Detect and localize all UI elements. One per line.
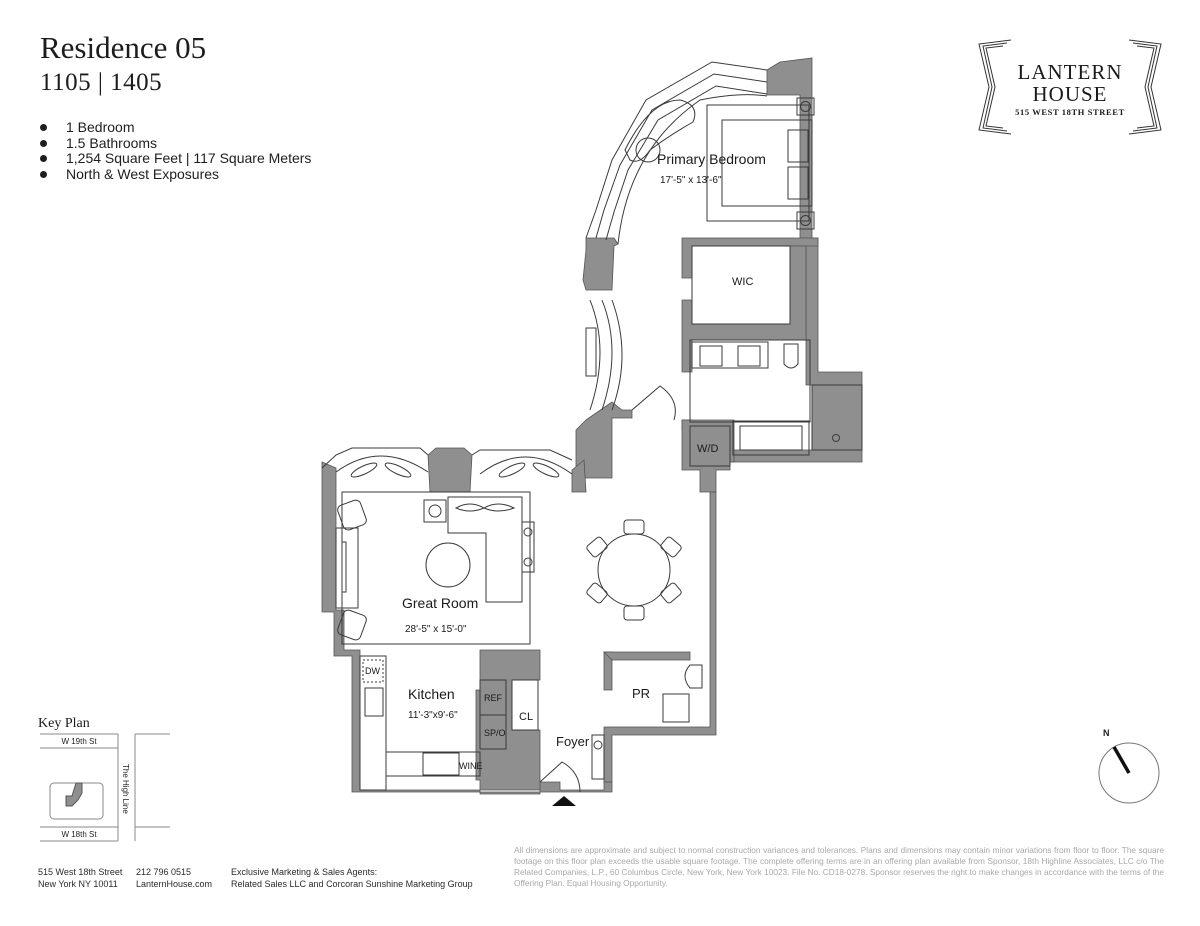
logo-bracket-icon xyxy=(978,39,1162,135)
feature-text: 1,254 Square Feet | 117 Square Meters xyxy=(66,150,312,166)
logo-address: 515 WEST 18TH STREET xyxy=(1015,107,1125,117)
unit-numbers: 1105 | 1405 xyxy=(40,69,163,96)
agents-line-1: Exclusive Marketing & Sales Agents: xyxy=(231,867,378,877)
feature-item: 1 Bedroom xyxy=(38,119,311,136)
feature-text: North & West Exposures xyxy=(66,165,220,182)
label-wic: WIC xyxy=(732,276,753,288)
north-compass-icon xyxy=(1098,742,1160,804)
key-plan-street-top: W 19th St xyxy=(61,737,97,746)
label-wine: WINE xyxy=(459,761,483,771)
feature-list: 1 Bedroom 1.5 Bathrooms 1,254 Square Fee… xyxy=(38,119,312,183)
label-wd: W/D xyxy=(697,443,718,455)
logo-line-1: LANTERN xyxy=(1017,60,1123,84)
entry-arrow-icon xyxy=(552,796,576,806)
feature-item: 1,254 Square Feet | 117 Square Meters xyxy=(38,150,312,167)
footer-agents: Exclusive Marketing & Sales Agents: Rela… xyxy=(231,866,473,890)
feature-text: 1 Bedroom xyxy=(66,119,135,135)
label-ref: REF xyxy=(484,693,503,703)
footer-address: 515 West 18th Street New York NY 10011 xyxy=(38,866,122,890)
north-label: N xyxy=(1103,728,1110,738)
address-line-2: New York NY 10011 xyxy=(38,879,118,889)
bullet-icon xyxy=(40,124,47,131)
lantern-house-logo: LANTERN HOUSE 515 WEST 18TH STREET xyxy=(975,38,1165,136)
key-plan-map xyxy=(40,733,170,842)
label-cl: CL xyxy=(519,711,533,723)
footer-contact: 212 796 0515 LanternHouse.com xyxy=(136,866,212,890)
key-plan-street-bottom: W 18th St xyxy=(61,830,97,839)
room-labels: Primary Bedroom 17'-5" x 13'-6" WIC W/D … xyxy=(365,151,766,771)
label-pr: PR xyxy=(632,686,650,701)
label-dw: DW xyxy=(365,666,380,676)
residence-title: Residence 05 xyxy=(40,30,207,65)
logo-line-2: HOUSE xyxy=(1032,82,1108,106)
key-plan-title: Key Plan xyxy=(38,716,90,731)
label-primary-bedroom: Primary Bedroom xyxy=(657,151,766,167)
feature-item: North & West Exposures xyxy=(38,165,311,183)
label-great-room: Great Room xyxy=(402,595,478,611)
key-plan-high-line: The High Line xyxy=(121,764,130,814)
legal-disclaimer: All dimensions are approximate and subje… xyxy=(514,845,1164,888)
dims-primary-bedroom: 17'-5" x 13'-6" xyxy=(660,175,722,186)
walls xyxy=(321,57,863,795)
label-foyer: Foyer xyxy=(556,734,590,749)
dims-kitchen: 11'-3"x9'-6" xyxy=(408,710,458,721)
feature-item: 1.5 Bathrooms xyxy=(38,134,311,152)
label-spo: SP/O xyxy=(484,728,506,738)
phone-number: 212 796 0515 xyxy=(136,867,192,877)
website-link[interactable]: LanternHouse.com xyxy=(136,879,213,889)
dims-great-room: 28'-5" x 15'-0" xyxy=(405,624,467,635)
bullet-icon xyxy=(40,139,47,147)
address-line-1: 515 West 18th Street xyxy=(38,867,123,877)
bullet-icon xyxy=(40,155,47,162)
feature-text: 1.5 Bathrooms xyxy=(66,134,158,151)
label-kitchen: Kitchen xyxy=(408,686,455,702)
fixtures xyxy=(321,61,863,793)
bullet-icon xyxy=(40,170,47,178)
agents-line-2: Related Sales LLC and Corcoran Sunshine … xyxy=(231,879,473,889)
